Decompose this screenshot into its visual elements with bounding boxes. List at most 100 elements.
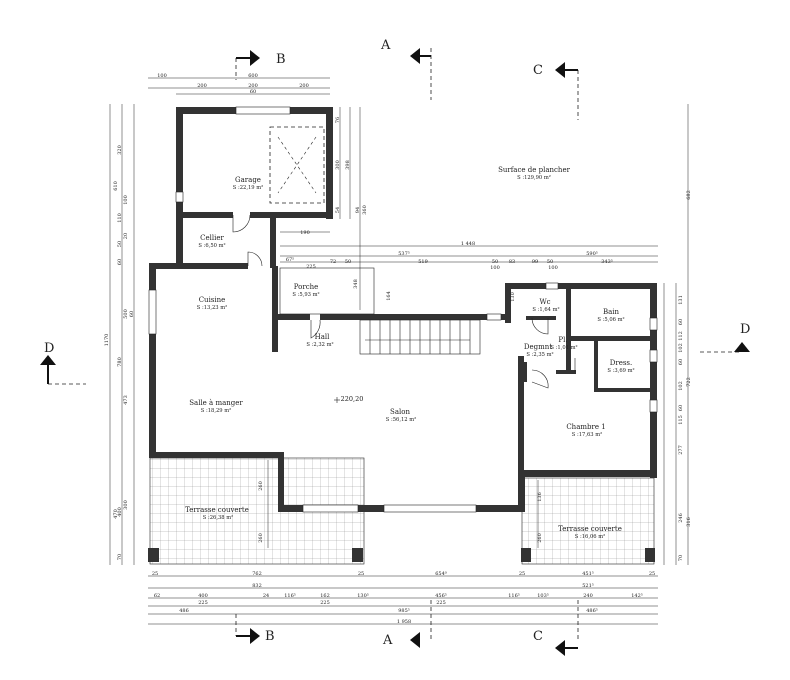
dim-bot-130: 130⁵ <box>357 593 369 599</box>
section-markers: B A C D D B A C <box>40 38 750 656</box>
dim-right-246: 246 <box>678 513 684 523</box>
section-label-c-bottom: C <box>533 629 543 644</box>
dim-right-682: 682 <box>686 190 692 200</box>
room-name-hall: Hall <box>315 333 331 341</box>
section-label-b-bottom: B <box>265 629 275 644</box>
dim-bot-486b: 486⁵ <box>586 608 598 614</box>
dim-bot-25a: 25 <box>152 571 158 577</box>
section-label-a-top: A <box>380 38 391 53</box>
dim-terrace-260a: 260 <box>258 481 264 491</box>
dim-left-610: 610 <box>113 181 119 191</box>
room-name-salle-a-manger: Salle à manger <box>189 398 243 407</box>
dim-mid-83: 83 <box>509 259 515 265</box>
dim-bot-142: 142⁵ <box>631 593 643 599</box>
room-name-degagement: Degmnt <box>524 343 552 351</box>
section-label-a-bottom: A <box>382 633 393 648</box>
room-name-bain: Bain <box>603 308 620 316</box>
windows <box>148 106 658 513</box>
room-area-hall: S :2,32 m² <box>306 342 333 348</box>
surface-plancher-label: Surface de plancher <box>498 166 571 174</box>
room-labels: Garage S :22,19 m² Cellier S :6,50 m² Po… <box>185 166 634 540</box>
dim-bot-240: 240 <box>583 593 593 599</box>
room-area-chambre-1: S :17,63 m² <box>572 432 602 438</box>
section-label-d-left: D <box>44 341 54 356</box>
dim-top-200a: 200 <box>197 83 207 89</box>
dim-left-400: 400 <box>117 507 123 517</box>
room-area-degagement: S :2,35 m² <box>526 352 553 358</box>
garage-door-outline <box>269 126 325 204</box>
dim-bot-25b: 25 <box>358 571 364 577</box>
dim-bot-225c: 225 <box>436 600 446 606</box>
dim-right-115: 115 <box>678 415 684 425</box>
dim-mid-total: 1 448 <box>461 241 475 247</box>
room-area-terrasse-ouest: S :26,38 m² <box>203 515 233 521</box>
dim-mid-50c: 50 <box>547 259 553 265</box>
door-swings <box>232 214 576 389</box>
dim-mid-225: 225 <box>306 264 316 270</box>
dim-bot-116a: 116⁵ <box>284 593 296 599</box>
dim-garage-360: 360 <box>362 205 368 215</box>
room-area-terrasse-est: S :16,06 m² <box>575 534 605 540</box>
garage-door-cross <box>277 136 317 194</box>
dim-mid-100a: 100 <box>490 265 500 271</box>
dim-garage-300: 300 <box>335 160 341 170</box>
dim-left-100: 100 <box>123 195 129 205</box>
dim-cellier-190: 190 <box>300 230 310 236</box>
dim-top-200b: 200 <box>248 83 258 89</box>
dim-bot-451: 451⁵ <box>582 571 594 577</box>
dim-left-473: 473 <box>123 395 129 405</box>
room-name-wc: Wc <box>539 298 550 306</box>
dim-top-100: 100 <box>157 73 167 79</box>
room-area-bain: S :5,06 m² <box>597 317 624 323</box>
dim-right-60c: 60 <box>678 405 684 411</box>
dim-mid-72: 72 <box>330 259 336 265</box>
dim-top-200c: 200 <box>299 83 309 89</box>
room-area-garage: S :22,19 m² <box>233 185 263 191</box>
dim-left-470: 470 <box>113 509 119 519</box>
room-area-salle-a-manger: S :18,29 m² <box>201 408 231 414</box>
room-name-garage: Garage <box>235 176 261 184</box>
dim-left-50: 50 <box>117 241 123 247</box>
dim-left-60: 60 <box>117 259 123 265</box>
dim-right-112: 112 <box>678 331 684 341</box>
room-area-salon: S :56,12 m² <box>386 417 416 423</box>
dim-top-600: 600 <box>248 73 258 79</box>
dim-bot-762: 762 <box>252 571 262 577</box>
dim-left-1170: 1170 <box>104 334 110 347</box>
room-name-chambre-1: Chambre 1 <box>566 423 605 431</box>
room-area-cuisine: S :13,23 m² <box>197 305 227 311</box>
porche-outline <box>279 267 375 315</box>
section-label-c-top: C <box>533 63 543 78</box>
dim-right-60b: 60 <box>678 359 684 365</box>
dim-right-70: 70 <box>678 555 684 561</box>
room-area-cellier: S :6,50 m² <box>198 243 225 249</box>
dim-wc-130: 130 <box>510 292 516 302</box>
room-area-porche: S :5,93 m² <box>292 292 319 298</box>
room-name-dressing: Dress. <box>610 359 633 367</box>
dim-garage-76: 76 <box>335 117 341 123</box>
dimension-texts: 100 600 200 200 200 60 76 300 54 398 94 … <box>104 73 692 625</box>
dimension-lines <box>109 77 689 625</box>
dim-right-131: 131 <box>678 295 684 305</box>
dim-bot-985: 985⁵ <box>398 608 410 614</box>
room-name-porche: Porche <box>294 283 319 291</box>
dim-terrace-260c: 260 <box>537 533 543 543</box>
dim-bot-225b: 225 <box>320 600 330 606</box>
dim-mid-343: 343⁵ <box>601 259 613 265</box>
dim-right-60a: 60 <box>678 319 684 325</box>
room-area-placard: S :1,01 m² <box>550 345 577 351</box>
dim-bot-total: 1 958 <box>397 619 411 625</box>
dim-terrace-260b: 260 <box>258 533 264 543</box>
dim-bot-521: 521⁵ <box>582 583 594 589</box>
dim-left-320: 320 <box>117 145 123 155</box>
surface-plancher-area: S :129,90 m² <box>517 175 551 181</box>
dim-mid-50b: 50 <box>492 259 498 265</box>
dim-bot-162: 162 <box>320 593 330 599</box>
room-name-salon: Salon <box>390 408 410 416</box>
dim-left-20: 20 <box>123 233 129 239</box>
dim-right-102b: 102 <box>678 381 684 391</box>
section-label-b-top: B <box>276 52 286 67</box>
dim-mid-100b: 100 <box>548 265 558 271</box>
dim-bot-116b: 116⁵ <box>508 593 520 599</box>
dim-porche-348: 348 <box>353 279 359 289</box>
